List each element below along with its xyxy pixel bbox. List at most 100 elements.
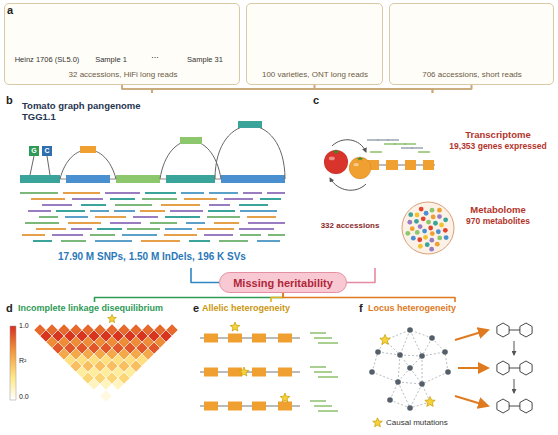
rna-read: [418, 151, 430, 153]
network-link: [400, 355, 422, 356]
causal-star: [280, 393, 290, 402]
base-letter: G: [31, 147, 36, 155]
aligned-read: [42, 204, 72, 206]
metabolite-dot: [439, 223, 444, 228]
metabolome-circle: [402, 202, 454, 254]
aligned-read: [186, 222, 205, 224]
axis-label: 1.0: [19, 322, 29, 330]
aligned-read: [150, 222, 177, 224]
aligned-read: [239, 204, 268, 206]
metabolite-dot: [437, 214, 442, 219]
metabolite-dot: [423, 235, 428, 240]
network-node: [419, 353, 425, 359]
aligned-read: [214, 222, 239, 224]
metabolite-dot: [433, 221, 438, 226]
aligned-read: [114, 210, 135, 212]
network-link: [422, 372, 448, 384]
network-node: [375, 349, 381, 355]
pathway-arrows: [455, 330, 514, 406]
panel-letter: a: [7, 4, 13, 17]
node-text: 706 accessions, short reads: [422, 70, 522, 79]
aligned-read: [81, 204, 106, 206]
metabolite-dot: [429, 247, 434, 252]
metabolite-dot: [405, 231, 410, 236]
node-text: 19,353 genes expressed: [449, 142, 546, 152]
exon: [204, 334, 218, 343]
rna-read: [310, 366, 326, 368]
exon: [278, 402, 292, 411]
aligned-read: [127, 228, 160, 230]
panel-letter: e: [193, 302, 199, 315]
tomato-calyx: [332, 149, 340, 154]
aligned-read: [181, 192, 204, 194]
metabolite-dot: [437, 208, 442, 213]
panel-letter: c: [313, 94, 319, 107]
ld-cell: [166, 324, 178, 336]
metabolite-dot: [411, 236, 416, 241]
network-link: [390, 382, 398, 400]
aligned-read: [140, 210, 165, 212]
node-text: Sample 1: [95, 56, 127, 65]
aligned-read: [209, 204, 230, 206]
metabolite-dot: [429, 238, 434, 243]
aligned-read: [20, 192, 58, 194]
rna-read: [310, 332, 326, 334]
exon: [278, 368, 292, 377]
network-link: [422, 356, 423, 384]
network-link: [400, 330, 410, 355]
network-node: [407, 365, 413, 371]
aligned-read: [63, 192, 100, 194]
aligned-read: [141, 240, 180, 242]
node-text: Incomplete linkage disequilibrium: [18, 303, 163, 313]
chemical-ring: [520, 323, 532, 337]
aligned-read: [61, 240, 86, 242]
panel-letter: f: [359, 302, 363, 315]
aligned-read: [90, 210, 109, 212]
aligned-read: [145, 192, 176, 194]
data-panel: 706 accessions, short reads: [389, 3, 554, 85]
node-text: Allelic heterogeneity: [202, 303, 290, 313]
metabolite-dot: [444, 235, 449, 240]
aligned-read: [95, 216, 126, 218]
aligned-read: [105, 192, 140, 194]
connector: [271, 293, 283, 302]
node-text: Transcriptome: [465, 130, 530, 141]
rna-read: [314, 405, 332, 407]
aligned-read: [268, 234, 285, 236]
network-link: [432, 338, 445, 352]
aligned-read: [97, 228, 122, 230]
network-link: [422, 352, 445, 356]
aligned-read: [224, 198, 253, 200]
aligned-read: [36, 228, 66, 230]
metabolite-dot: [435, 242, 440, 247]
axis-label: R²: [19, 357, 26, 365]
box-label: Missing heritability: [233, 277, 333, 289]
chemical-ring: [497, 399, 509, 413]
network-link: [398, 382, 422, 384]
network-link: [398, 355, 400, 382]
network-link: [410, 368, 422, 384]
chemical-ring: [520, 399, 532, 413]
tomato: [324, 150, 348, 174]
tomato-shine: [353, 163, 359, 166]
graph-track: [20, 121, 285, 183]
rna-read: [387, 139, 399, 141]
network-node: [442, 349, 448, 355]
aligned-read: [257, 240, 280, 242]
aligned-read: [90, 234, 115, 236]
aligned-read: [165, 228, 192, 230]
network-link: [410, 330, 422, 356]
cause-panel: Allelic heterogeneity: [190, 302, 352, 433]
chemical-bond: [509, 368, 520, 369]
aligned-read: [197, 228, 234, 230]
connector: [433, 85, 472, 93]
aligned-read: [28, 210, 51, 212]
connector: [191, 268, 219, 283]
rna-read: [404, 143, 416, 145]
aligned-read: [240, 210, 277, 212]
metabolite-dot: [430, 231, 435, 236]
aligned-read: [243, 192, 262, 194]
exon: [278, 334, 292, 343]
causal-star: [425, 397, 435, 407]
